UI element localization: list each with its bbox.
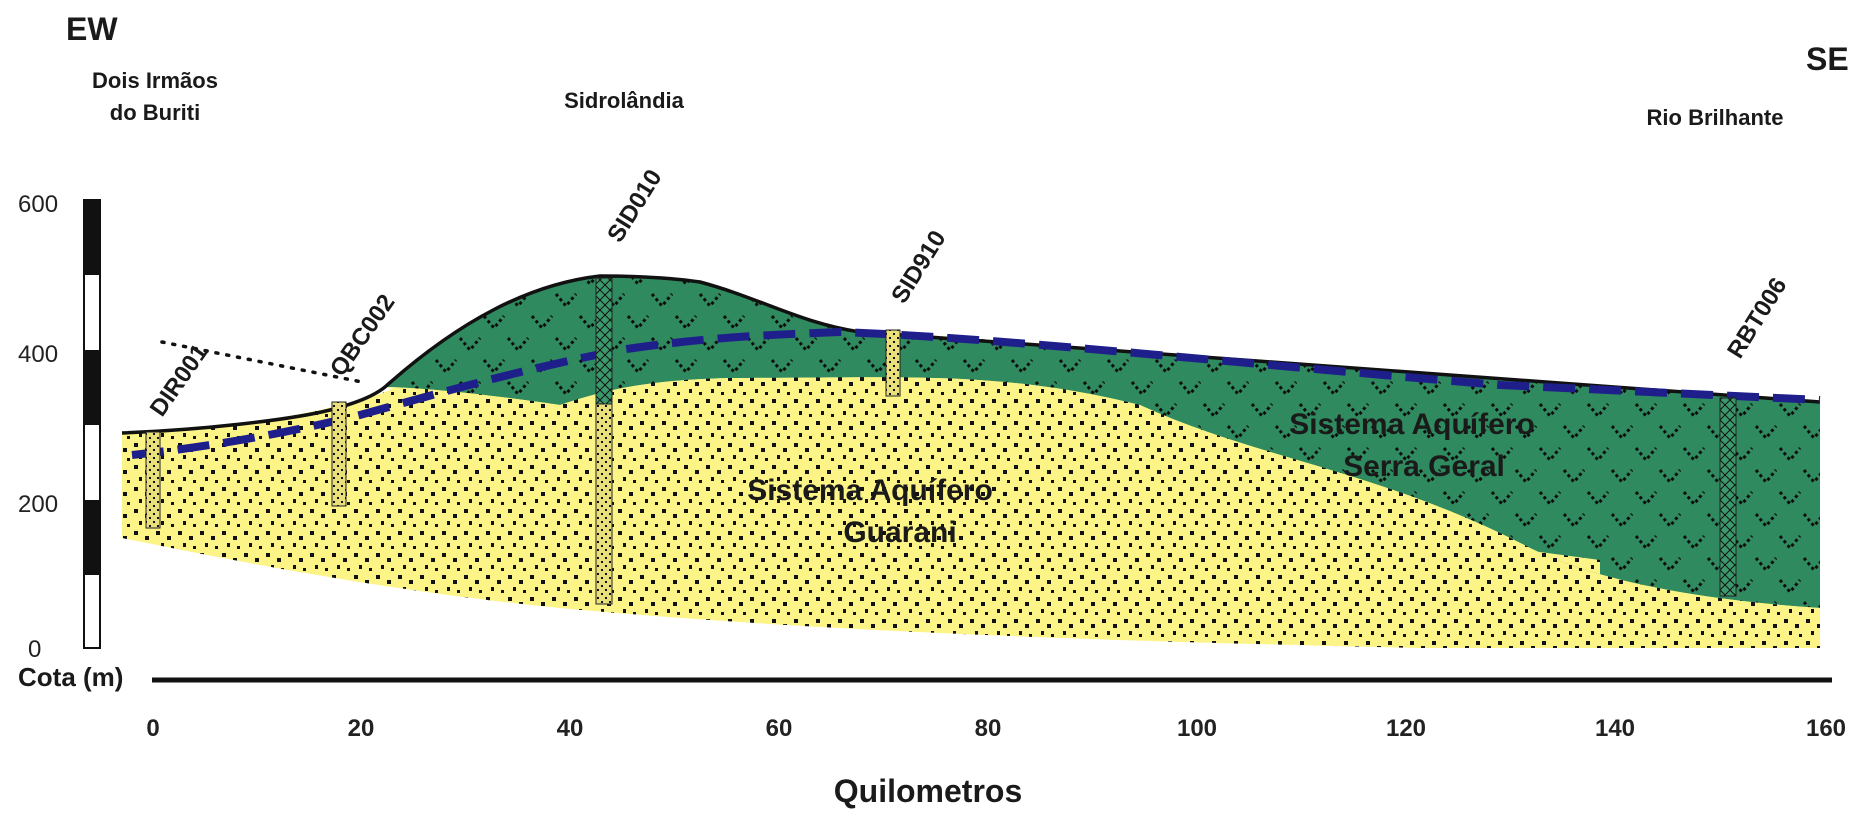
x-tick-0: 0 <box>146 715 159 742</box>
well-label-dir001: DIR001 <box>145 339 214 421</box>
well-label-sid910: SID910 <box>886 226 951 308</box>
well-dir001 <box>145 431 161 529</box>
water-table-dashed-line <box>131 327 1821 459</box>
ground-surface-line <box>121 274 1821 435</box>
x-tick-80: 80 <box>975 715 1002 742</box>
unit-label-guarani-line1: Sistema Aquífero <box>747 474 993 507</box>
projected-surface-dotted-line <box>160 340 364 384</box>
y-tick-200: 200 <box>18 491 58 518</box>
x-axis-label: Quilometros <box>834 773 1022 809</box>
place-dois-irmaos: Dois Irmãos <box>92 68 218 93</box>
well-label-sid010: SID010 <box>602 165 667 247</box>
well-sid010-sand <box>595 403 613 605</box>
well-rbt006 <box>1719 397 1737 597</box>
well-label-qbc002: QBC002 <box>325 289 401 381</box>
well-sid010-basalt <box>595 277 613 405</box>
place-rio-brilhante: Rio Brilhante <box>1647 105 1784 130</box>
y-tick-400: 400 <box>18 341 58 368</box>
x-tick-120: 120 <box>1386 715 1426 742</box>
place-dois-irmaos-line2: do Buriti <box>110 100 200 125</box>
y-axis-label: Cota (m) <box>18 662 123 692</box>
serra-geral-aquifer-layer <box>385 276 1820 608</box>
x-tick-100: 100 <box>1177 715 1217 742</box>
guarani-top-surface <box>385 377 1820 648</box>
x-tick-20: 20 <box>348 715 375 742</box>
place-sidrolandia: Sidrolândia <box>564 88 685 113</box>
unit-label-guarani-line2: Guarani <box>843 516 956 549</box>
well-qbc002 <box>331 401 347 507</box>
y-tick-0: 0 <box>28 636 41 663</box>
unit-label-serra-geral-line2: Serra Geral <box>1343 450 1505 483</box>
well-sid910 <box>885 329 901 397</box>
heading-left: EW <box>66 11 118 47</box>
x-tick-140: 140 <box>1595 715 1635 742</box>
y-tick-600: 600 <box>18 191 58 218</box>
well-label-rbt006: RBT006 <box>1722 273 1792 363</box>
x-tick-160: 160 <box>1806 715 1846 742</box>
heading-right: SE <box>1806 41 1849 77</box>
x-tick-40: 40 <box>557 715 584 742</box>
x-tick-60: 60 <box>766 715 793 742</box>
unit-label-serra-geral-line1: Sistema Aquífero <box>1289 408 1535 441</box>
elevation-scale-bar <box>83 199 101 649</box>
